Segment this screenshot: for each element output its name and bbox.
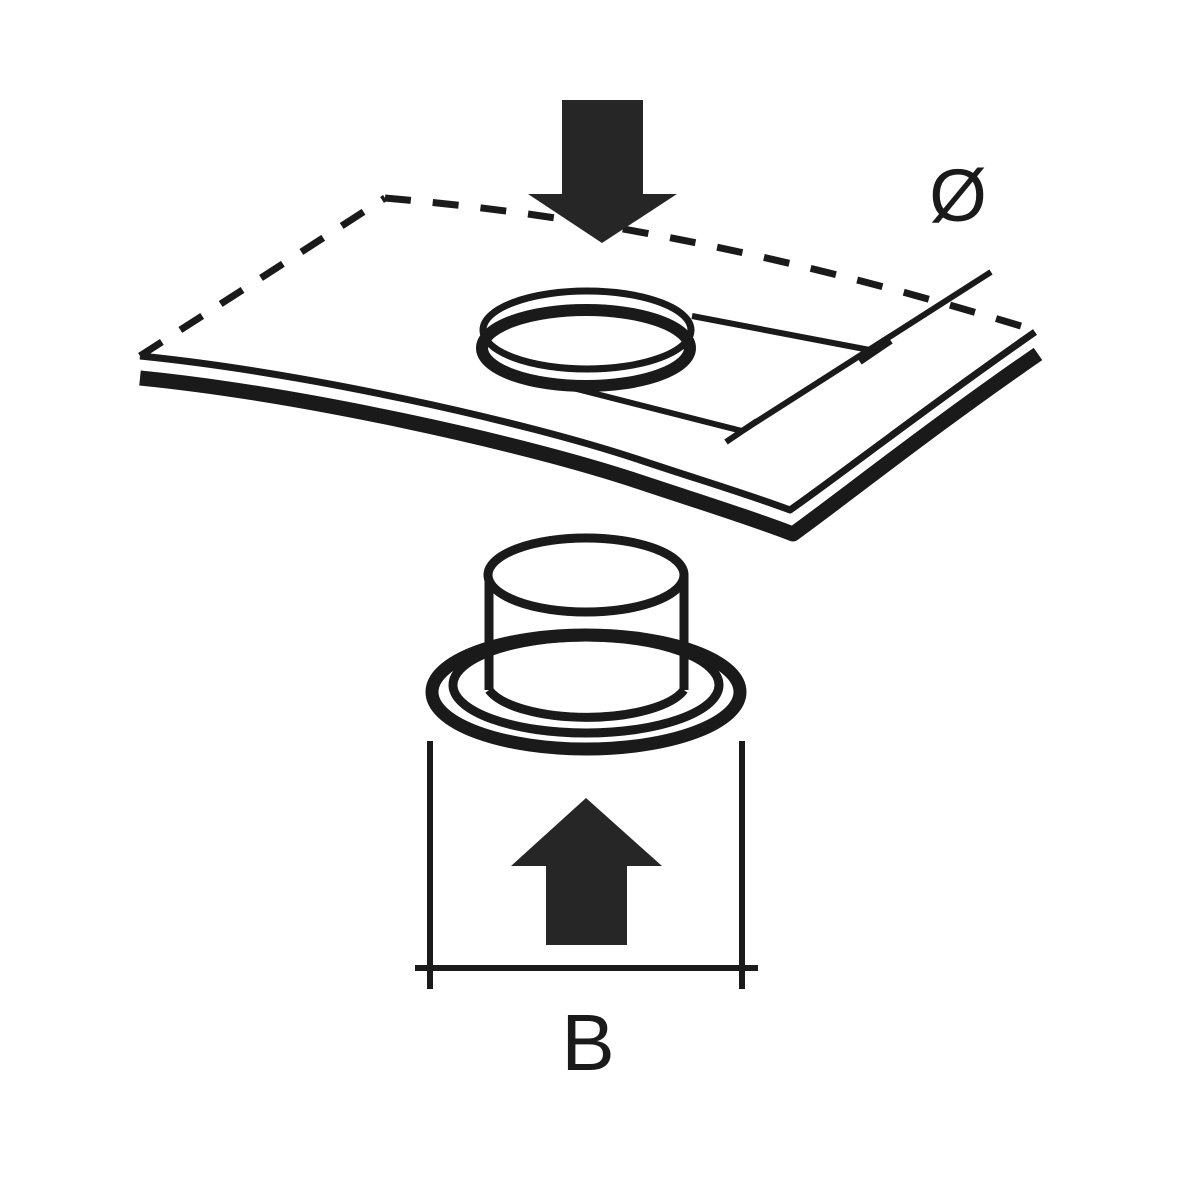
eyelet-barrel-top-rim [483,533,689,617]
eyelet-flange-seat-arc [485,687,688,722]
eyelet-flange-inner-ring [448,632,724,738]
press-arrow-down-icon [528,100,677,243]
diameter-dim-line-lower [564,383,743,434]
diameter-label: Ø [929,154,987,237]
punched-hole [476,287,696,392]
diameter-dim-line-upper [691,313,876,354]
width-dimension: B [415,741,758,1087]
sheet-front-edge-thickness [139,347,1043,542]
diameter-tick-upper [858,338,893,365]
diameter-dimension: Ø [564,154,993,445]
press-arrow-up-icon [511,798,662,945]
width-label: B [561,998,614,1087]
sheet-back-edge-right-dashed [384,194,1036,334]
eyelet [425,533,747,756]
sheet-material [138,194,1043,542]
hole-upper-rim [479,287,695,373]
hole-lower-rim [476,304,696,392]
sheet-back-edge-left-dashed [138,195,387,359]
sheet-top-surface-outline [139,329,1037,514]
